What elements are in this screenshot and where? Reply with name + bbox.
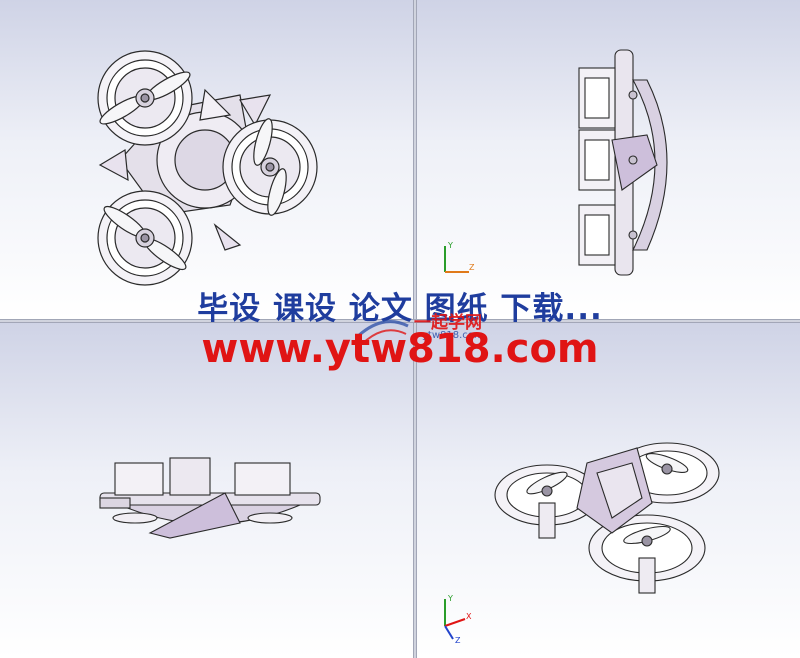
drone-isometric-view [494,442,720,594]
watermark-line2: www.ytw818.com [201,326,599,372]
axis-z-label: Z [455,636,461,645]
viewport-splitter-vertical[interactable] [413,0,417,658]
viewport-front[interactable] [0,323,413,658]
drone-side-view [578,49,668,276]
watermark-logo: 一起学网 ytw818.com [352,308,484,352]
logo-swoosh-icon [354,320,409,345]
viewport-right[interactable]: Y Z [417,0,800,319]
viewport-top[interactable] [0,0,413,319]
axis-y-label: Y [447,594,453,603]
drone-top-view [97,50,318,286]
drone-front-view [99,457,321,539]
axis-triad-iso-icon: Y X Z [444,594,472,645]
axis-z-label: Z [469,263,475,272]
logo-subtext: ytw818.com [422,330,484,341]
axis-x-label: X [466,612,472,621]
watermark-line1: 毕设 课设 论文 图纸 下载... [197,291,603,327]
axis-triad-icon: Y Z [444,241,475,273]
viewport-isometric[interactable]: Y X Z [417,323,800,658]
axis-y-label: Y [447,241,453,250]
logo-text: 一起学网 [414,313,482,333]
viewport-splitter-horizontal[interactable] [0,319,800,323]
